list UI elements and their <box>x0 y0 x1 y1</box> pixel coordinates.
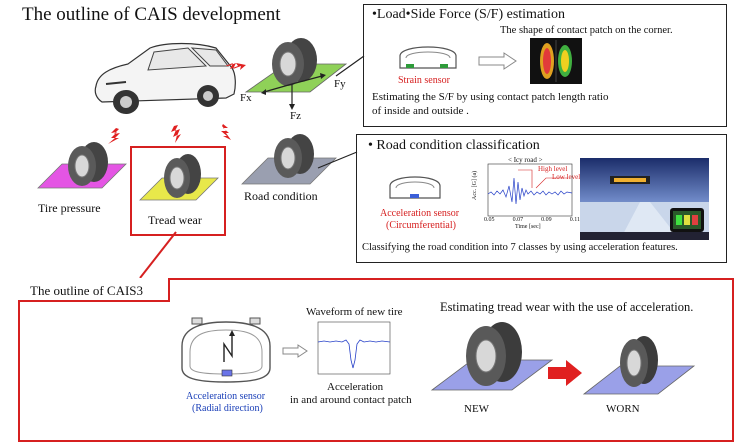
new-tire-illustration <box>430 322 554 391</box>
xtick-label: 0.05 <box>484 217 495 223</box>
cais3-heading-tab <box>18 278 170 302</box>
worn-label: WORN <box>606 403 640 415</box>
high-level-label: High level <box>538 165 568 173</box>
road-condition-illustration <box>241 134 337 185</box>
road-desc: Classifying the road condition into 7 cl… <box>362 242 678 253</box>
car-illustration <box>94 42 236 114</box>
right-arrow-icon <box>282 344 308 358</box>
contact-patch-image <box>530 38 582 84</box>
load-desc-line2: of inside and outside . <box>372 105 469 117</box>
zigzag-arrow-icon <box>221 124 231 140</box>
accel-label-2: in and around contact patch <box>290 394 412 406</box>
new-label: NEW <box>464 403 490 415</box>
xtick-label: 0.11 <box>569 217 580 223</box>
icy-chart-xlabel: Time [sec] <box>515 224 541 230</box>
cais3-heading: The outline of CAIS3 <box>30 283 144 298</box>
load-tire-illustration <box>244 38 348 110</box>
axis-fx-label: Fx <box>240 92 252 104</box>
strain-sensor-label: Strain sensor <box>398 75 450 86</box>
icy-road-chart-title: < Icy road > <box>508 156 543 164</box>
zigzag-arrow-icon <box>108 128 120 144</box>
icy-road-photo <box>580 158 709 240</box>
page-title: The outline of CAIS development <box>22 4 281 25</box>
red-arrow-icon <box>548 360 582 386</box>
right-arrow-icon <box>478 52 517 70</box>
road-condition-label: Road condition <box>244 189 318 203</box>
accel-tire-icon <box>389 176 441 199</box>
axis-fz-label: Fz <box>290 110 301 122</box>
tire-pressure-illustration <box>37 142 127 189</box>
radial-tire-icon <box>181 317 271 383</box>
zigzag-arrow-icon <box>225 63 246 70</box>
tread-wear-box <box>130 146 226 236</box>
tread-wear-illustration <box>139 154 219 201</box>
zigzag-arrow-icon <box>171 125 181 143</box>
road-heading: • Road condition classification <box>368 138 540 153</box>
icy-chart-xticks: 0.05 0.07 0.09 0.11 <box>484 217 580 223</box>
xtick-label: 0.07 <box>512 217 524 223</box>
road-sensor-label-1: Acceleration sensor <box>380 208 460 219</box>
radial-sensor-label-2: (Radial direction) <box>192 403 263 414</box>
worn-tire-illustration <box>582 336 696 395</box>
load-heading: •Load•Side Force (S/F) estimation <box>372 7 565 22</box>
load-desc-line1: Estimating the S/F by using contact patc… <box>372 91 609 103</box>
low-level-label: Low level <box>552 173 581 181</box>
icy-road-chart-frame <box>478 155 574 229</box>
connector-lines <box>139 55 365 279</box>
axis-fy-label: Fy <box>334 78 346 90</box>
road-sensor-label-2: (Circumferential) <box>386 220 456 231</box>
waveform-title: Waveform of new tire <box>306 306 403 318</box>
strain-tire-icon <box>399 46 457 69</box>
accel-label-1: Acceleration <box>327 381 384 393</box>
estimating-text: Estimating tread wear with the use of ac… <box>440 300 694 314</box>
link-arrows <box>108 63 246 144</box>
xtick-label: 0.09 <box>541 217 552 223</box>
radial-sensor-label-1: Acceleration sensor <box>186 391 266 402</box>
new-tire-waveform <box>317 321 391 375</box>
icy-road-waveform <box>487 163 573 217</box>
tire-pressure-label: Tire pressure <box>38 201 101 215</box>
tread-wear-label: Tread wear <box>148 213 202 227</box>
contact-shape-note: The shape of contact patch on the corner… <box>500 25 673 36</box>
